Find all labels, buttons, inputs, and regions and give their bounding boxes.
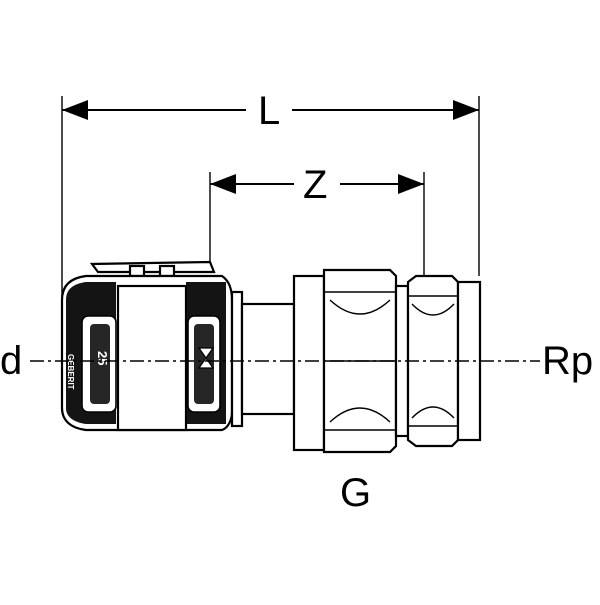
dimension-l: L — [62, 89, 479, 133]
brand-marking: GEBERIT — [66, 354, 75, 390]
push-fit-body: 25 GEBERIT — [60, 260, 234, 432]
dimension-z-label: Z — [303, 163, 327, 207]
label-rp: Rp — [542, 339, 593, 383]
size-marking: 25 — [95, 351, 110, 365]
neck — [230, 290, 296, 428]
dimension-l-label: L — [258, 89, 280, 133]
label-g: G — [340, 471, 371, 515]
dimension-z: Z — [210, 163, 424, 207]
label-d: d — [0, 339, 22, 383]
